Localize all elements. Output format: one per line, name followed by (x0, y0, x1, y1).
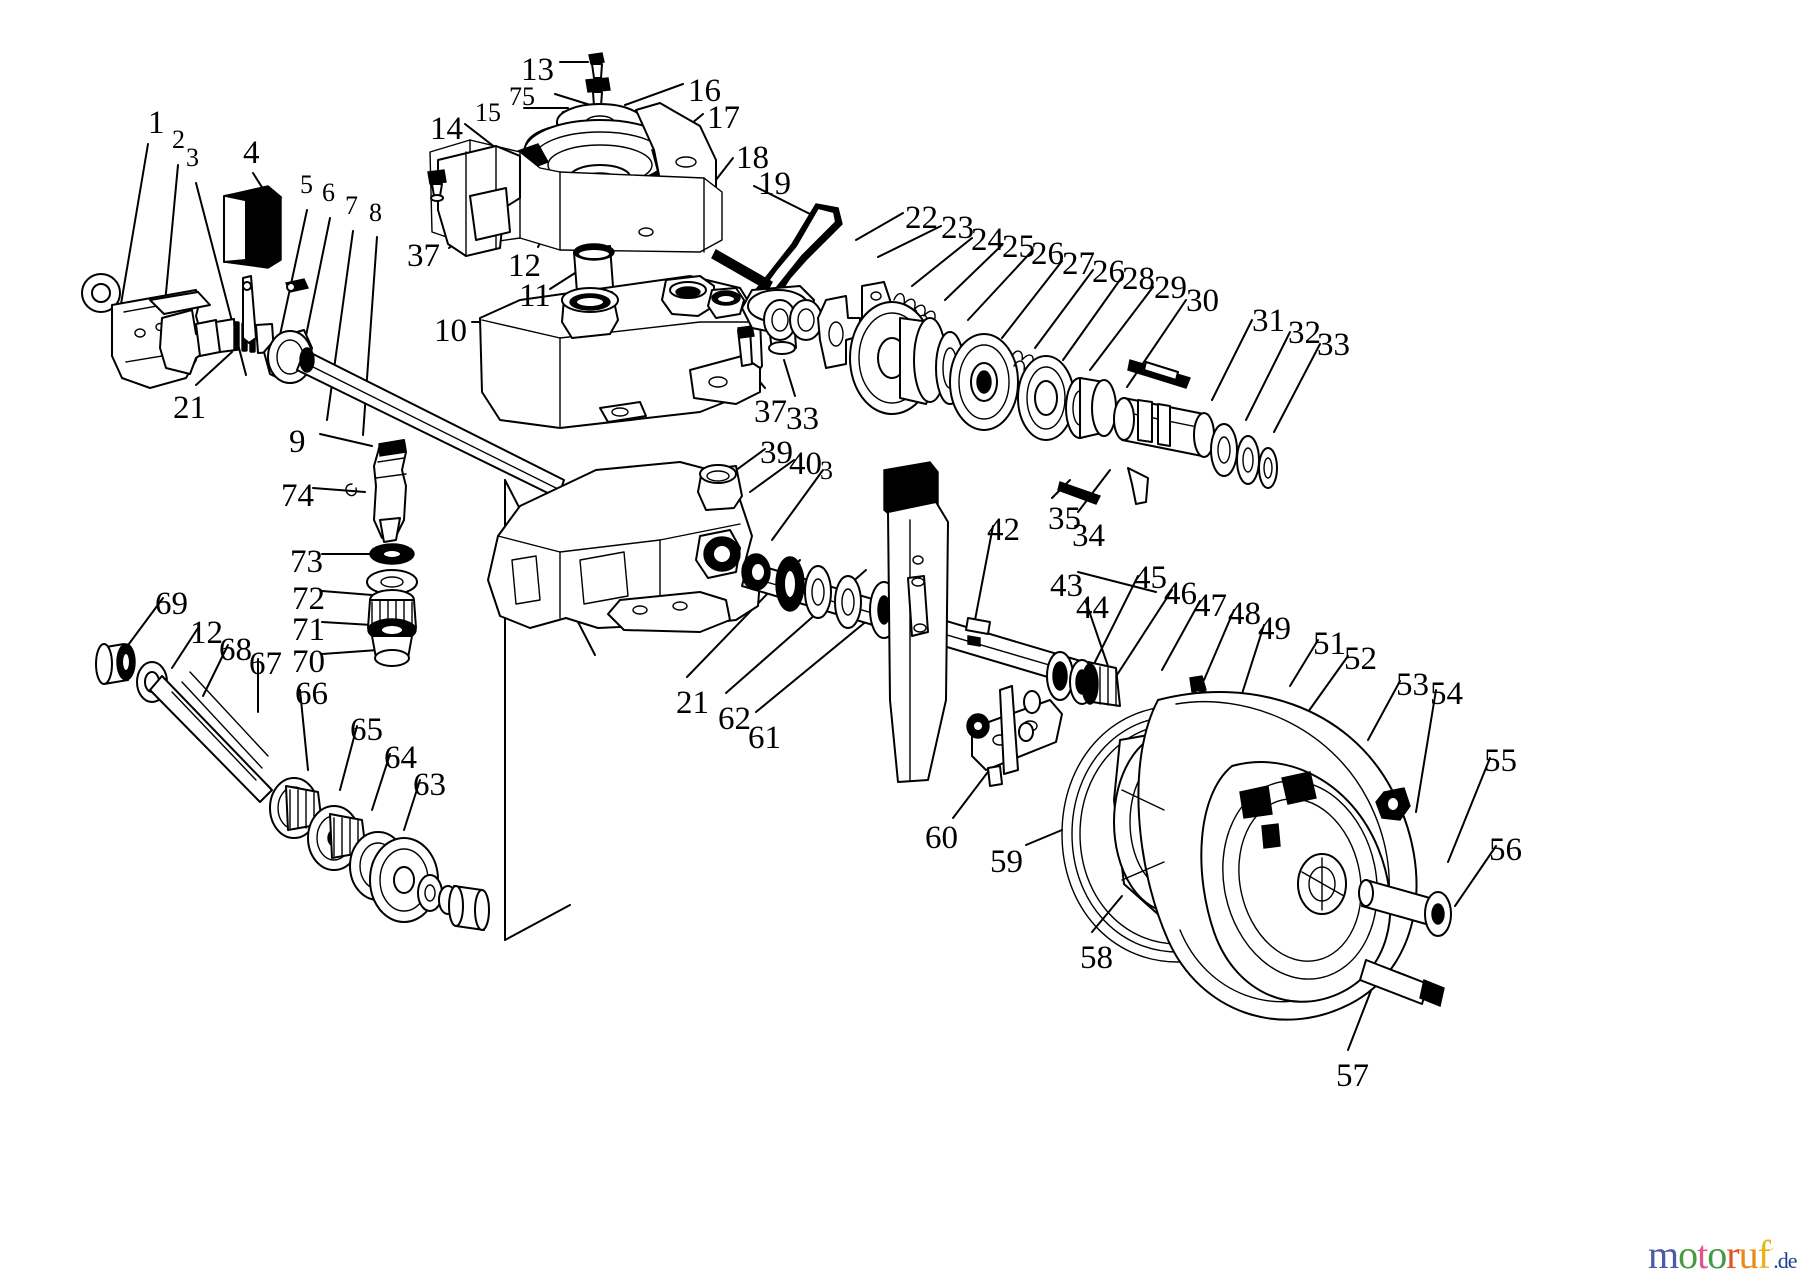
watermark-suffix: .de (1773, 1248, 1797, 1273)
callout-number-46: 46 (1164, 576, 1197, 612)
callout-number-53: 53 (1396, 667, 1429, 703)
callout-number-61: 61 (748, 720, 781, 756)
callout-number-45: 45 (1134, 560, 1167, 596)
callout-number-73: 73 (290, 544, 323, 580)
callout-number-60: 60 (925, 820, 958, 856)
callout-number-29: 29 (1154, 270, 1187, 306)
callout-number-44: 44 (1076, 590, 1109, 626)
gear-stack-upper (849, 293, 1278, 505)
callout-number-16: 16 (688, 73, 721, 109)
motoruf-watermark: motoruf·.de (1648, 1232, 1798, 1277)
callout-number-40: 40 (789, 446, 822, 482)
callout-number-70: 70 (292, 644, 325, 680)
callout-number-57: 57 (1336, 1058, 1369, 1094)
watermark-letter-t-2: t (1697, 1232, 1708, 1277)
callout-number-2: 2 (172, 125, 185, 154)
callout-number-58: 58 (1080, 940, 1113, 976)
callout-number-7: 7 (345, 191, 358, 220)
output-shaft-assembly (741, 461, 1241, 787)
callout-number-48: 48 (1228, 596, 1261, 632)
callout-number-21: 21 (173, 390, 206, 426)
callout-number-14: 14 (430, 111, 463, 147)
callout-number-71: 71 (292, 612, 325, 648)
callout-number-69: 69 (155, 586, 188, 622)
callout-number-30: 30 (1186, 283, 1219, 319)
callout-number-43: 43 (1050, 568, 1083, 604)
left-bracket-assembly (81, 185, 565, 499)
callout-number-12: 12 (190, 615, 223, 651)
callout-number-63: 63 (413, 767, 446, 803)
callout-number-26: 26 (1092, 254, 1125, 290)
callout-number-66: 66 (295, 676, 328, 712)
callout-number-28: 28 (1122, 261, 1155, 297)
watermark-letter-m-0: m (1648, 1232, 1679, 1277)
callout-number-1: 1 (148, 105, 165, 141)
callout-number-19: 19 (758, 166, 791, 202)
callout-number-21: 21 (676, 685, 709, 721)
watermark-letter-o-1: o (1678, 1232, 1698, 1277)
callout-number-17: 17 (707, 100, 740, 136)
callout-number-12: 12 (508, 248, 541, 284)
lower-axle-gear-train (95, 643, 490, 931)
top-pulley-assembly (427, 52, 723, 311)
callout-number-3: 3 (820, 456, 833, 485)
callout-number-74: 74 (281, 478, 314, 514)
callout-number-4: 4 (243, 135, 260, 171)
callout-number-62: 62 (718, 701, 751, 737)
callout-number-49: 49 (1258, 611, 1291, 647)
callout-number-51: 51 (1313, 626, 1346, 662)
callout-number-75: 75 (509, 82, 535, 111)
callout-number-33: 33 (1317, 327, 1350, 363)
callout-number-9: 9 (289, 424, 306, 460)
callout-number-8: 8 (369, 198, 382, 227)
watermark-letter-o-3: o (1707, 1232, 1727, 1277)
callout-number-55: 55 (1484, 743, 1517, 779)
callout-number-52: 52 (1344, 641, 1377, 677)
callout-number-56: 56 (1489, 832, 1522, 868)
callout-number-54: 54 (1430, 676, 1463, 712)
callout-number-68: 68 (219, 632, 252, 668)
callout-number-35: 35 (1048, 501, 1081, 537)
callout-number-65: 65 (350, 712, 383, 748)
callout-number-5: 5 (300, 170, 313, 199)
callout-number-25: 25 (1002, 229, 1035, 265)
watermark-trademark-dot: · (1769, 1241, 1774, 1257)
upper-gearcase-housing (479, 275, 763, 429)
callout-number-33: 33 (786, 401, 819, 437)
lower-gearcase-housing (487, 461, 761, 633)
callout-number-23: 23 (941, 210, 974, 246)
callout-number-27: 27 (1062, 246, 1095, 282)
vertical-shaft-group (345, 439, 418, 667)
callout-number-6: 6 (322, 178, 335, 207)
callout-number-34: 34 (1072, 518, 1105, 554)
callout-number-39: 39 (760, 435, 793, 471)
callout-number-11: 11 (519, 278, 551, 314)
watermark-letter-r-4: r (1726, 1232, 1739, 1277)
callout-number-31: 31 (1252, 303, 1285, 339)
callout-number-72: 72 (292, 581, 325, 617)
callout-number-59: 59 (990, 844, 1023, 880)
callout-number-32: 32 (1288, 315, 1321, 351)
callout-number-15: 15 (475, 98, 501, 127)
callout-number-3: 3 (186, 143, 199, 172)
callout-number-10: 10 (434, 313, 467, 349)
callout-number-13: 13 (521, 52, 554, 88)
wheel-tire-assembly (1061, 691, 1452, 1021)
callout-number-67: 67 (249, 646, 282, 682)
callout-number-22: 22 (905, 200, 938, 236)
watermark-letter-u-5: u (1738, 1232, 1759, 1277)
callout-number-64: 64 (384, 740, 417, 776)
callout-number-37: 37 (754, 394, 787, 430)
watermark-letter-f-6: f (1757, 1232, 1771, 1277)
callout-number-18: 18 (736, 140, 769, 176)
callout-number-26: 26 (1031, 236, 1064, 272)
callout-number-24: 24 (971, 222, 1004, 258)
callout-number-47: 47 (1194, 588, 1227, 624)
callout-number-42: 42 (987, 512, 1020, 548)
callout-number-37: 37 (407, 238, 440, 274)
